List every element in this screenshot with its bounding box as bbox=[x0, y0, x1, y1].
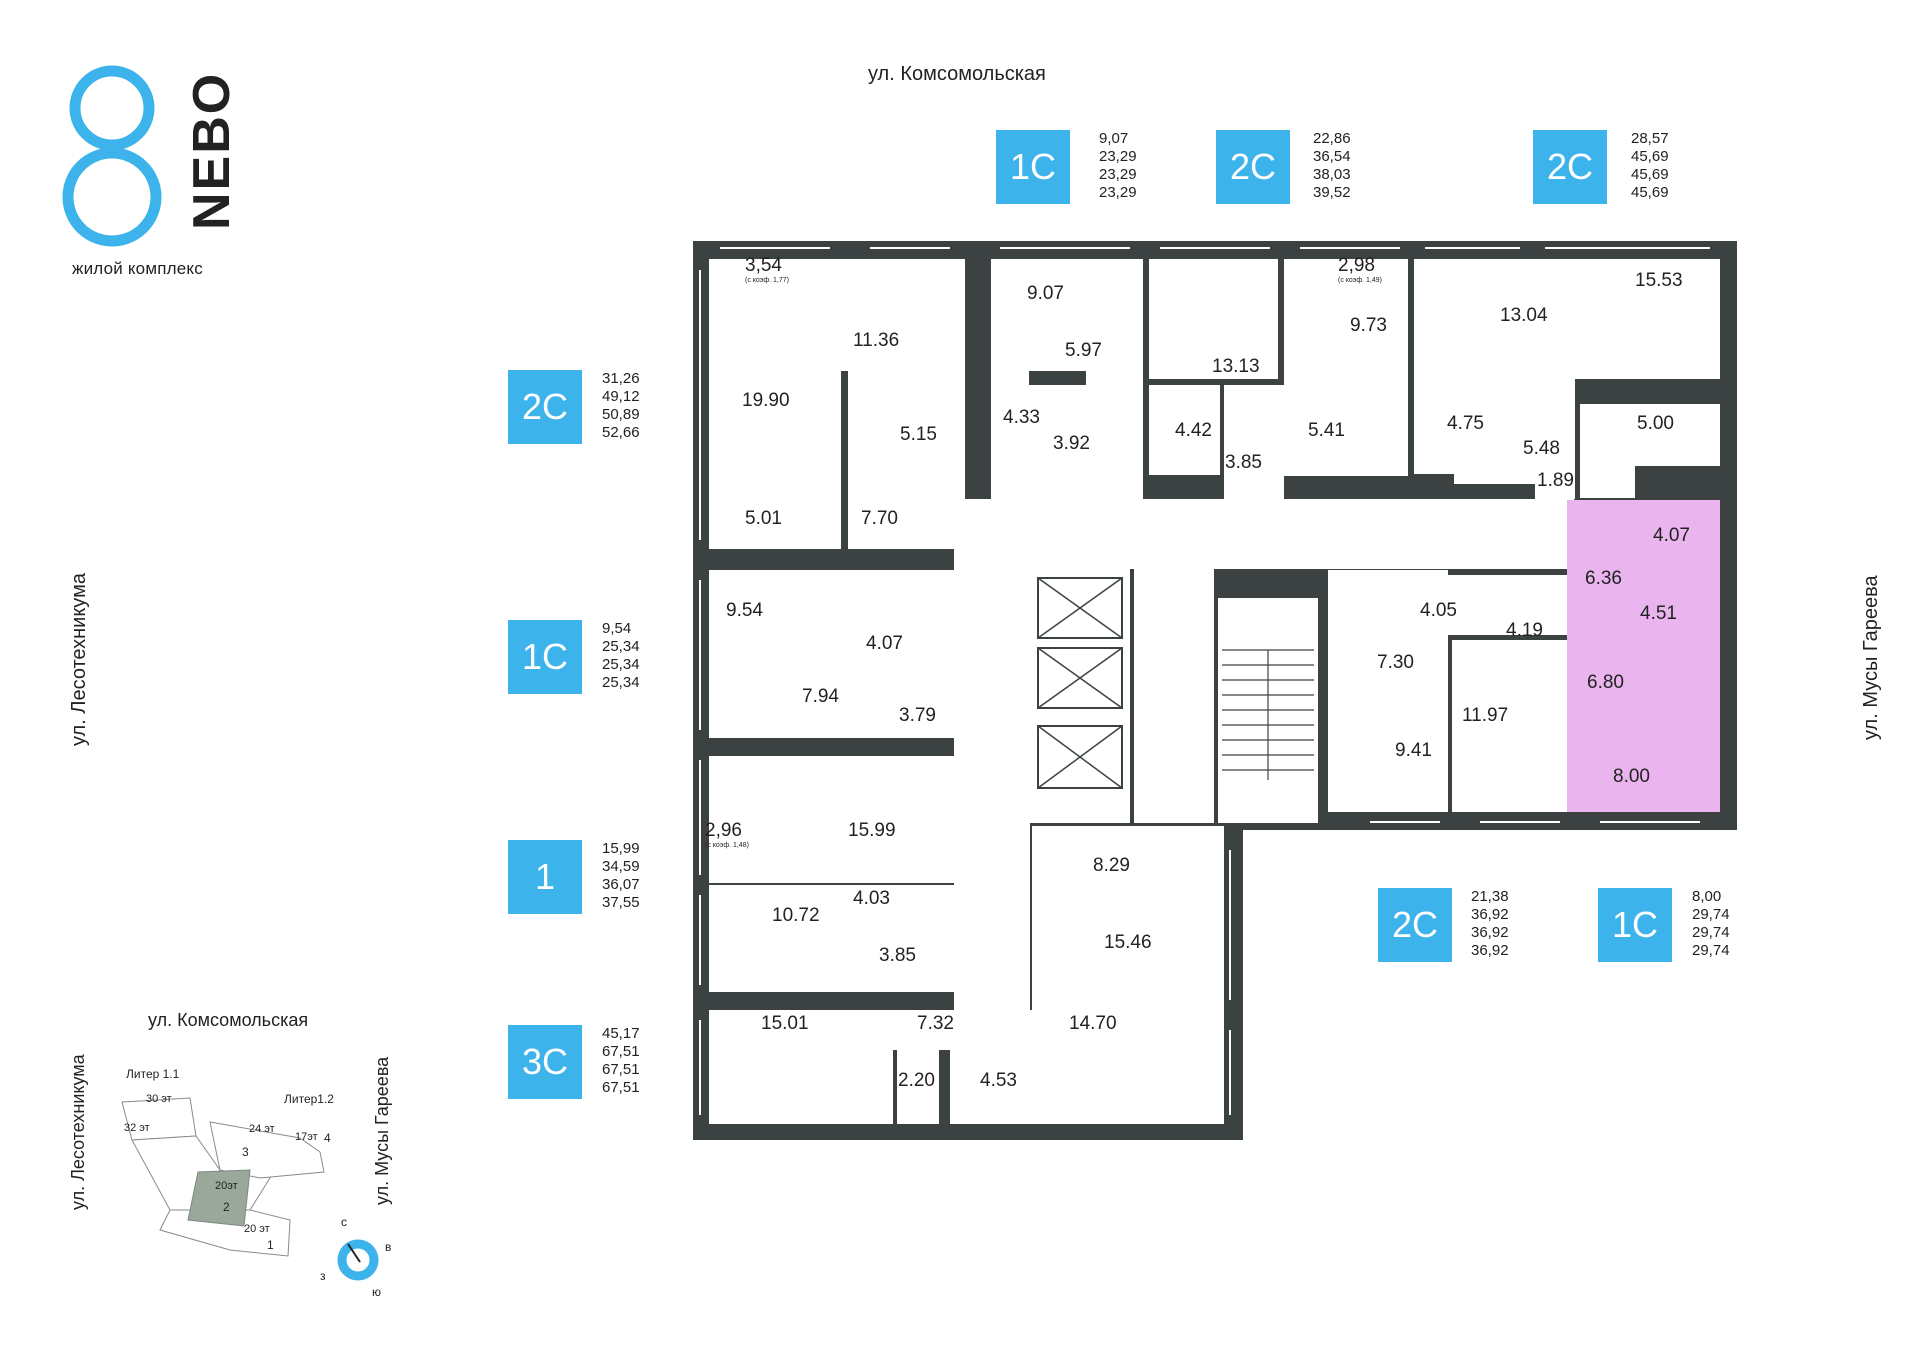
street-top: ул. Комсомольская bbox=[868, 63, 1046, 85]
apartment-badge: 1С bbox=[1598, 888, 1672, 962]
compass-east: в bbox=[385, 1240, 392, 1254]
room-area-note: (с коэф. 1,77) bbox=[745, 277, 789, 284]
room-area-label: 15.99 bbox=[848, 820, 896, 841]
minimap-label: 1 bbox=[267, 1238, 274, 1252]
compass-icon bbox=[337, 1239, 379, 1281]
room-area-label: 11.97 bbox=[1462, 705, 1509, 726]
room-area-label: 3.85 bbox=[1225, 452, 1262, 473]
apartment-badge: 3С bbox=[508, 1025, 582, 1099]
room-area-label: 5.48 bbox=[1523, 438, 1560, 459]
minimap-label: Литер1.2 bbox=[284, 1092, 334, 1106]
room-area-label: 4.42 bbox=[1175, 420, 1212, 441]
logo-subtitle: жилой комплекс bbox=[72, 259, 203, 278]
minimap-label: 20эт bbox=[215, 1180, 238, 1192]
minimap-label: 30 эт bbox=[146, 1093, 172, 1105]
room-area-label: 4.07 bbox=[1653, 525, 1690, 546]
room-area-label: 3.85 bbox=[879, 945, 916, 966]
room-area-label: 5.01 bbox=[745, 508, 782, 529]
room-area-note: (с коэф. 1,48) bbox=[705, 842, 749, 849]
room-area-label: 10.72 bbox=[772, 905, 820, 926]
room-area-label: 13.13 bbox=[1212, 356, 1260, 377]
room-area-label: 4.05 bbox=[1420, 600, 1457, 621]
room-area-label: 2.20 bbox=[898, 1070, 935, 1091]
minimap-label: 20 эт bbox=[244, 1223, 270, 1235]
apartment-badge: 2С bbox=[1216, 130, 1290, 204]
room-area-label: 9.07 bbox=[1027, 283, 1064, 304]
room-area-label: 15.53 bbox=[1635, 270, 1683, 291]
room-area-note: (с коэф. 1,49) bbox=[1338, 277, 1382, 284]
minimap-label: 17эт bbox=[295, 1131, 318, 1143]
apartment-badge: 1С bbox=[996, 130, 1070, 204]
logo-eight-icon bbox=[62, 65, 162, 247]
minimap-label: 24 эт bbox=[249, 1123, 275, 1135]
room-area-label: 4.51 bbox=[1640, 603, 1677, 624]
minimap-label: 3 bbox=[242, 1145, 249, 1159]
room-area-label: 2,98 bbox=[1338, 255, 1375, 276]
room-area-label: 7.30 bbox=[1377, 652, 1414, 673]
minimap-street-right: ул. Мусы Гареева bbox=[372, 1056, 392, 1205]
compass-south: ю bbox=[372, 1285, 381, 1299]
room-area-label: 4.07 bbox=[866, 633, 903, 654]
room-area-label: 15.46 bbox=[1104, 932, 1152, 953]
room-area-label: 15.01 bbox=[761, 1013, 809, 1034]
room-area-label: 5.00 bbox=[1637, 413, 1674, 434]
minimap-street-top: ул. Комсомольская bbox=[148, 1010, 309, 1030]
minimap-label: Литер 1.1 bbox=[126, 1067, 180, 1081]
room-area-label: 5.41 bbox=[1308, 420, 1345, 441]
apartment-badge: 1С bbox=[508, 620, 582, 694]
room-area-label: 7.94 bbox=[802, 686, 839, 707]
room-area-label: 5.15 bbox=[900, 424, 937, 445]
building-outline bbox=[693, 241, 1737, 1140]
compass-west: з bbox=[320, 1269, 326, 1283]
apartment-badge: 2С bbox=[1533, 130, 1607, 204]
minimap-street-left: ул. Лесотехникума bbox=[68, 1054, 88, 1210]
room-area-label: 7.32 bbox=[917, 1013, 954, 1034]
minimap-label: 32 эт bbox=[124, 1122, 150, 1134]
room-area-label: 1.89 bbox=[1537, 470, 1574, 491]
room-area-label: 5.97 bbox=[1065, 340, 1102, 361]
room-area-label: 3.92 bbox=[1053, 433, 1090, 454]
room-area-label: 9.54 bbox=[726, 600, 763, 621]
room-area-label: 3,54 bbox=[745, 255, 782, 276]
minimap-label: 2 bbox=[223, 1200, 230, 1214]
room-area-label: 4.75 bbox=[1447, 413, 1484, 434]
compass-north: с bbox=[341, 1215, 347, 1229]
room-area-label: 4.53 bbox=[980, 1070, 1017, 1091]
room-area-label: 8.29 bbox=[1093, 855, 1130, 876]
room-area-label: 14.70 bbox=[1069, 1013, 1117, 1034]
room-area-label: 7.70 bbox=[861, 508, 898, 529]
logo: NEBO bbox=[62, 62, 241, 292]
minimap-label: 4 bbox=[324, 1131, 331, 1145]
room-area-label: 13.04 bbox=[1500, 305, 1548, 326]
site-plan-map bbox=[121, 1097, 325, 1257]
room-area-label: 8.00 bbox=[1613, 766, 1650, 787]
room-area-label: 9.73 bbox=[1350, 315, 1387, 336]
apartment-badge: 2С bbox=[508, 370, 582, 444]
apartment-badge: 1 bbox=[508, 840, 582, 914]
apartment-badge: 2С bbox=[1378, 888, 1452, 962]
room-area-label: 6.36 bbox=[1585, 568, 1622, 589]
room-area-label: 4.33 bbox=[1003, 407, 1040, 428]
room-area-label: 3.79 bbox=[899, 705, 936, 726]
room-area-label: 4.19 bbox=[1506, 620, 1543, 641]
room-area-label: 2,96 bbox=[705, 820, 742, 841]
room-area-label: 11.36 bbox=[853, 330, 900, 351]
room-area-label: 19.90 bbox=[742, 390, 790, 411]
room-area-label: 4.03 bbox=[853, 888, 890, 909]
room-area-label: 6.80 bbox=[1587, 672, 1624, 693]
room-area-label: 9.41 bbox=[1395, 740, 1432, 761]
